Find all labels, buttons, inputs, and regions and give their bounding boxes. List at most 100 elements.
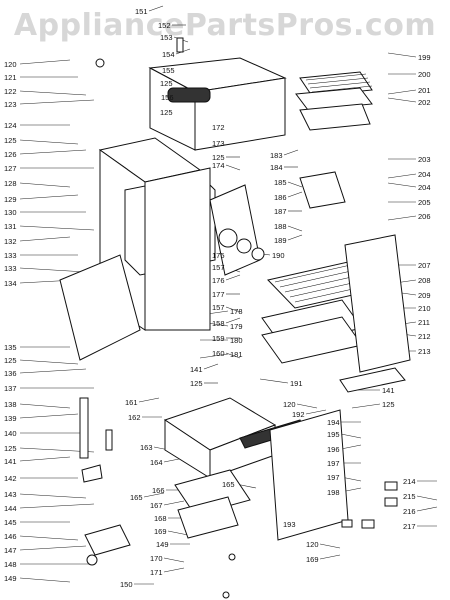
part-number-bottom-3: 164 [150, 458, 163, 467]
leader-bottom-27 [416, 506, 438, 512]
part-number-left-19: 137 [4, 384, 17, 393]
part-number-left-2: 122 [4, 87, 17, 96]
leader-bottom-26 [416, 495, 438, 501]
part-number-top-3: 154 [162, 50, 175, 59]
part-number-top-25: 159 [212, 334, 225, 343]
part-number-right-0: 199 [418, 53, 431, 62]
burner-box [209, 184, 261, 276]
drawer-pan [174, 469, 251, 516]
broiler-drip-tray [299, 103, 371, 131]
leader-top-27 [203, 363, 219, 370]
part-number-bottom-25: 214 [403, 477, 416, 486]
part-number-labels: 1201211221231241251261271281291301311321… [4, 7, 431, 589]
leader-left-29 [19, 535, 79, 541]
part-number-left-25: 142 [4, 474, 17, 483]
part-number-left-31: 148 [4, 560, 17, 569]
part-number-right-1: 200 [418, 70, 431, 79]
part-number-bottom-10: 149 [156, 540, 169, 549]
part-number-left-15: 134 [4, 279, 17, 288]
fastener-216 [341, 519, 353, 528]
leader-bottom-0 [138, 397, 160, 403]
part-number-right-5: 204 [418, 170, 431, 179]
part-number-right-7: 205 [418, 198, 431, 207]
door-bottom-trim [339, 367, 406, 393]
part-number-bottom-21: 198 [327, 488, 340, 497]
leader-left-5 [19, 139, 79, 145]
part-number-bottom-16: 194 [327, 418, 340, 427]
leader-left-6 [19, 149, 87, 155]
part-number-left-26: 143 [4, 490, 17, 499]
part-number-top-18: 189 [274, 236, 287, 245]
leader-left-30 [19, 545, 87, 551]
part-number-top-21: 176 [212, 276, 225, 285]
leader-left-2 [19, 90, 87, 96]
part-number-bottom-11: 170 [150, 554, 163, 563]
leader-bottom-8 [167, 530, 189, 536]
leader-top-17 [287, 225, 303, 232]
leader-bottom-18 [340, 444, 362, 450]
part-number-top-27: 141 [190, 365, 203, 374]
hinge-bracket [81, 464, 103, 483]
part-number-left-9: 129 [4, 195, 17, 204]
leader-top-0 [148, 5, 164, 12]
leader-bottom-9 [143, 492, 165, 498]
leader-top-23 [225, 306, 241, 313]
part-number-left-29: 146 [4, 532, 17, 541]
part-number-top-24: 158 [212, 319, 225, 328]
top-knob [176, 37, 184, 53]
hinge-pin [105, 429, 113, 451]
part-number-right-3: 202 [418, 98, 431, 107]
part-number-left-21: 139 [4, 414, 17, 423]
part-number-bottom-1: 162 [128, 413, 141, 422]
fastener-217 [361, 519, 375, 529]
part-number-bottom-6: 167 [150, 501, 163, 510]
leader-left-12 [19, 236, 71, 242]
part-number-bottom-2: 163 [140, 443, 153, 452]
leader-top-21 [225, 274, 241, 281]
part-number-top-6: 156 [161, 93, 174, 102]
part-number-right-21: 191 [290, 379, 303, 388]
part-number-right-14: 211 [418, 318, 430, 327]
leader-right-5 [387, 173, 417, 179]
part-number-top-1: 152 [158, 21, 171, 30]
leader-bottom-6 [163, 500, 185, 506]
leader-top-26 [225, 352, 241, 359]
leader-left-3 [19, 99, 95, 105]
part-number-left-24: 141 [4, 457, 17, 466]
part-number-top-16: 187 [274, 207, 287, 216]
part-number-right-11: 208 [418, 276, 431, 285]
part-number-left-10: 130 [4, 208, 17, 217]
leader-left-32 [19, 577, 71, 583]
leader-bottom-17 [340, 433, 362, 439]
latch-knob [86, 554, 98, 566]
part-number-left-8: 128 [4, 179, 17, 188]
leader-top-11 [225, 164, 241, 171]
part-number-right-9: 190 [272, 251, 285, 260]
leader-left-17 [19, 359, 79, 365]
leader-right-2 [387, 89, 417, 95]
leader-top-14 [287, 181, 303, 188]
part-number-top-22: 177 [212, 290, 225, 299]
part-number-left-3: 123 [4, 100, 17, 109]
leader-top-12 [283, 149, 299, 156]
part-number-top-8: 172 [212, 123, 225, 132]
part-number-right-2: 201 [418, 86, 431, 95]
leader-right-23 [351, 403, 381, 409]
leader-right-6 [387, 182, 417, 188]
part-number-right-16: 213 [418, 347, 431, 356]
part-number-right-17: 178 [230, 307, 243, 316]
part-number-left-6: 126 [4, 150, 17, 159]
part-number-bottom-4: 166 [152, 486, 165, 495]
part-number-bottom-8: 169 [154, 527, 167, 536]
part-number-bottom-28: 217 [403, 522, 416, 531]
leader-left-24 [19, 456, 71, 462]
oven-body [59, 137, 346, 361]
bracket-plate [299, 171, 346, 209]
part-number-bottom-13: 150 [120, 580, 133, 589]
leader-bottom-14 [296, 403, 318, 409]
leader-bottom-23 [319, 543, 341, 549]
part-number-top-17: 188 [274, 222, 287, 231]
part-number-left-4: 124 [4, 121, 17, 130]
drawer-slide [177, 496, 239, 539]
part-number-right-10: 207 [418, 261, 431, 270]
